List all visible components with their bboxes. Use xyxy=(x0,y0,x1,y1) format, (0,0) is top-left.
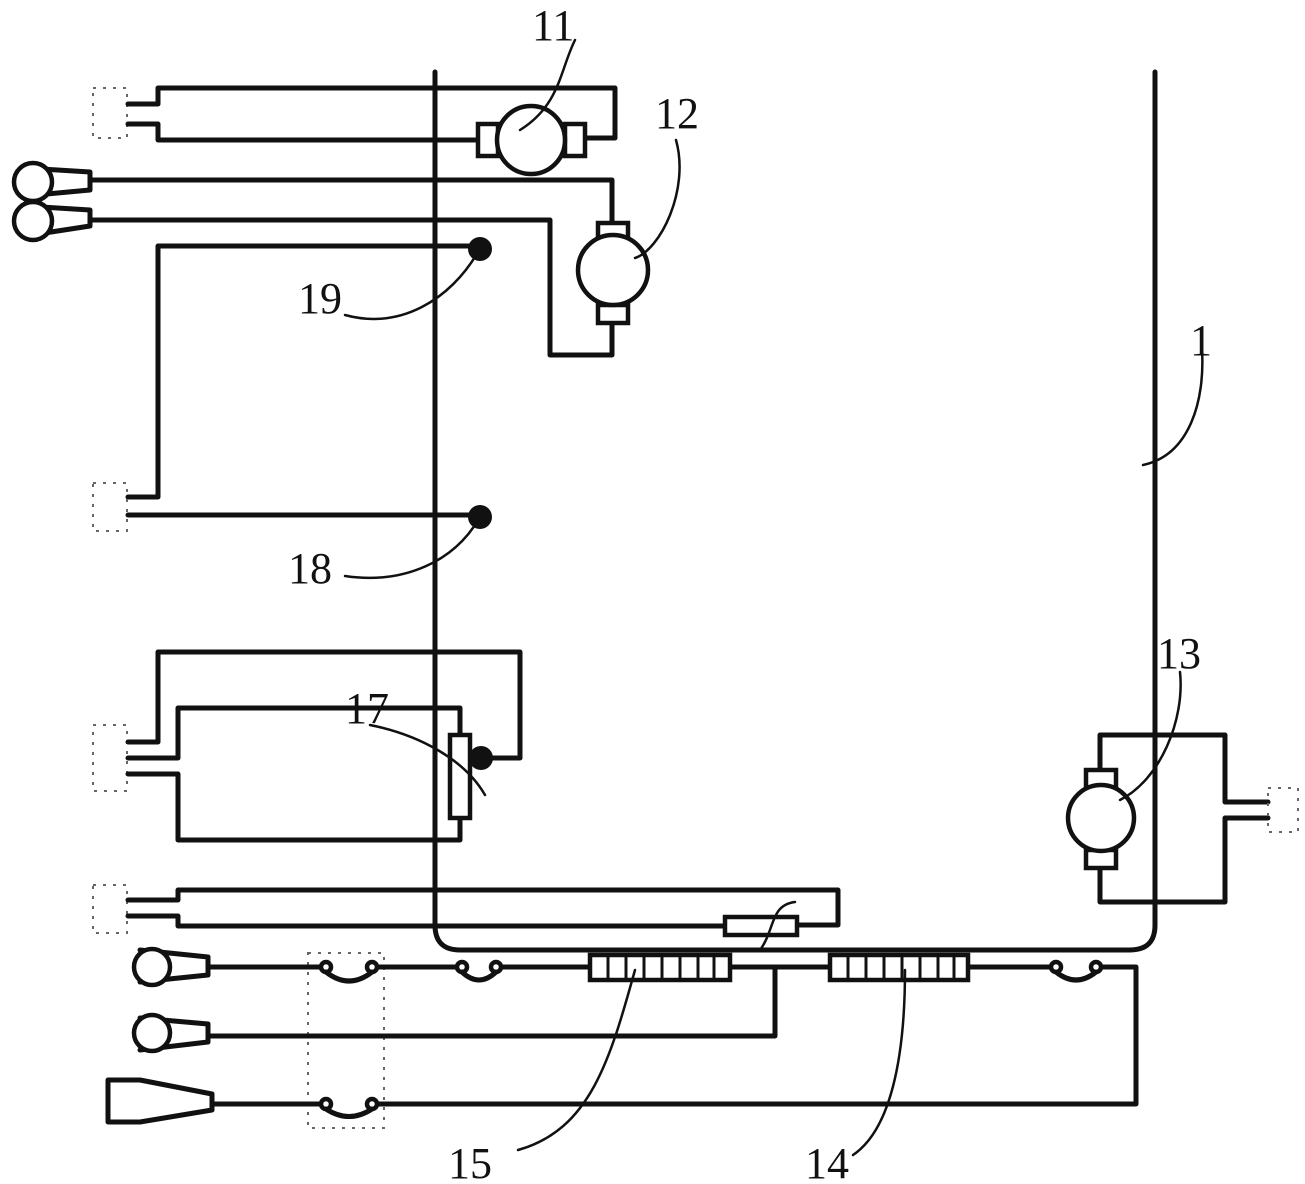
bottom-circuit xyxy=(108,949,1136,1128)
label-14: 14 xyxy=(805,1139,849,1184)
fuse-connector xyxy=(93,885,838,950)
motor-13-body xyxy=(1068,785,1134,851)
ring-terminal xyxy=(134,949,170,985)
leader-1 xyxy=(1143,350,1202,465)
connector-outline xyxy=(93,483,127,531)
switch-17-body xyxy=(450,735,470,818)
label-19: 19 xyxy=(298,274,342,323)
connector-outline xyxy=(93,885,127,933)
switch-17 xyxy=(93,652,520,840)
heater-14 xyxy=(830,955,968,980)
label-15: 15 xyxy=(448,1139,492,1184)
label-12: 12 xyxy=(655,89,699,138)
thermal-cutoff xyxy=(1051,962,1101,980)
main-harness-trunk xyxy=(435,72,1155,950)
connector-outline xyxy=(93,88,127,138)
sensor-18 xyxy=(93,483,492,531)
motor-11-end-cap xyxy=(565,124,585,156)
plug-connectors-top xyxy=(14,163,90,240)
motor-12-body xyxy=(578,235,648,305)
label-18: 18 xyxy=(288,544,332,593)
heater-15 xyxy=(590,955,730,980)
motor-12 xyxy=(92,180,648,355)
connector-outline xyxy=(1268,788,1298,832)
fuse-body xyxy=(725,917,797,935)
thermal-cutoff xyxy=(321,1099,377,1117)
leader-14 xyxy=(853,970,905,1155)
leader-12 xyxy=(635,140,680,258)
thermal-cutoff xyxy=(457,962,501,980)
sensor-19-probe xyxy=(468,237,492,261)
motor-12-wiring xyxy=(92,180,612,355)
motor-11 xyxy=(93,88,615,174)
connector-outline xyxy=(93,725,127,791)
label-13: 13 xyxy=(1157,629,1201,678)
leader-19 xyxy=(345,252,478,319)
label-17: 17 xyxy=(345,684,389,733)
leader-18 xyxy=(345,520,478,578)
spade-terminal xyxy=(108,1080,212,1122)
leader-15 xyxy=(518,970,635,1150)
switch-17-probe xyxy=(469,746,493,770)
label-1: 1 xyxy=(1190,316,1212,365)
motor-13 xyxy=(1068,735,1298,902)
plug-terminal xyxy=(14,202,52,240)
motor-11-body xyxy=(497,106,565,174)
sensor-18-probe xyxy=(468,505,492,529)
label-11: 11 xyxy=(532,1,574,50)
thermal-cutoff xyxy=(321,962,377,981)
ring-terminal xyxy=(134,1015,170,1051)
motor-12-end-cap xyxy=(598,305,628,323)
plug-terminal xyxy=(14,163,52,201)
